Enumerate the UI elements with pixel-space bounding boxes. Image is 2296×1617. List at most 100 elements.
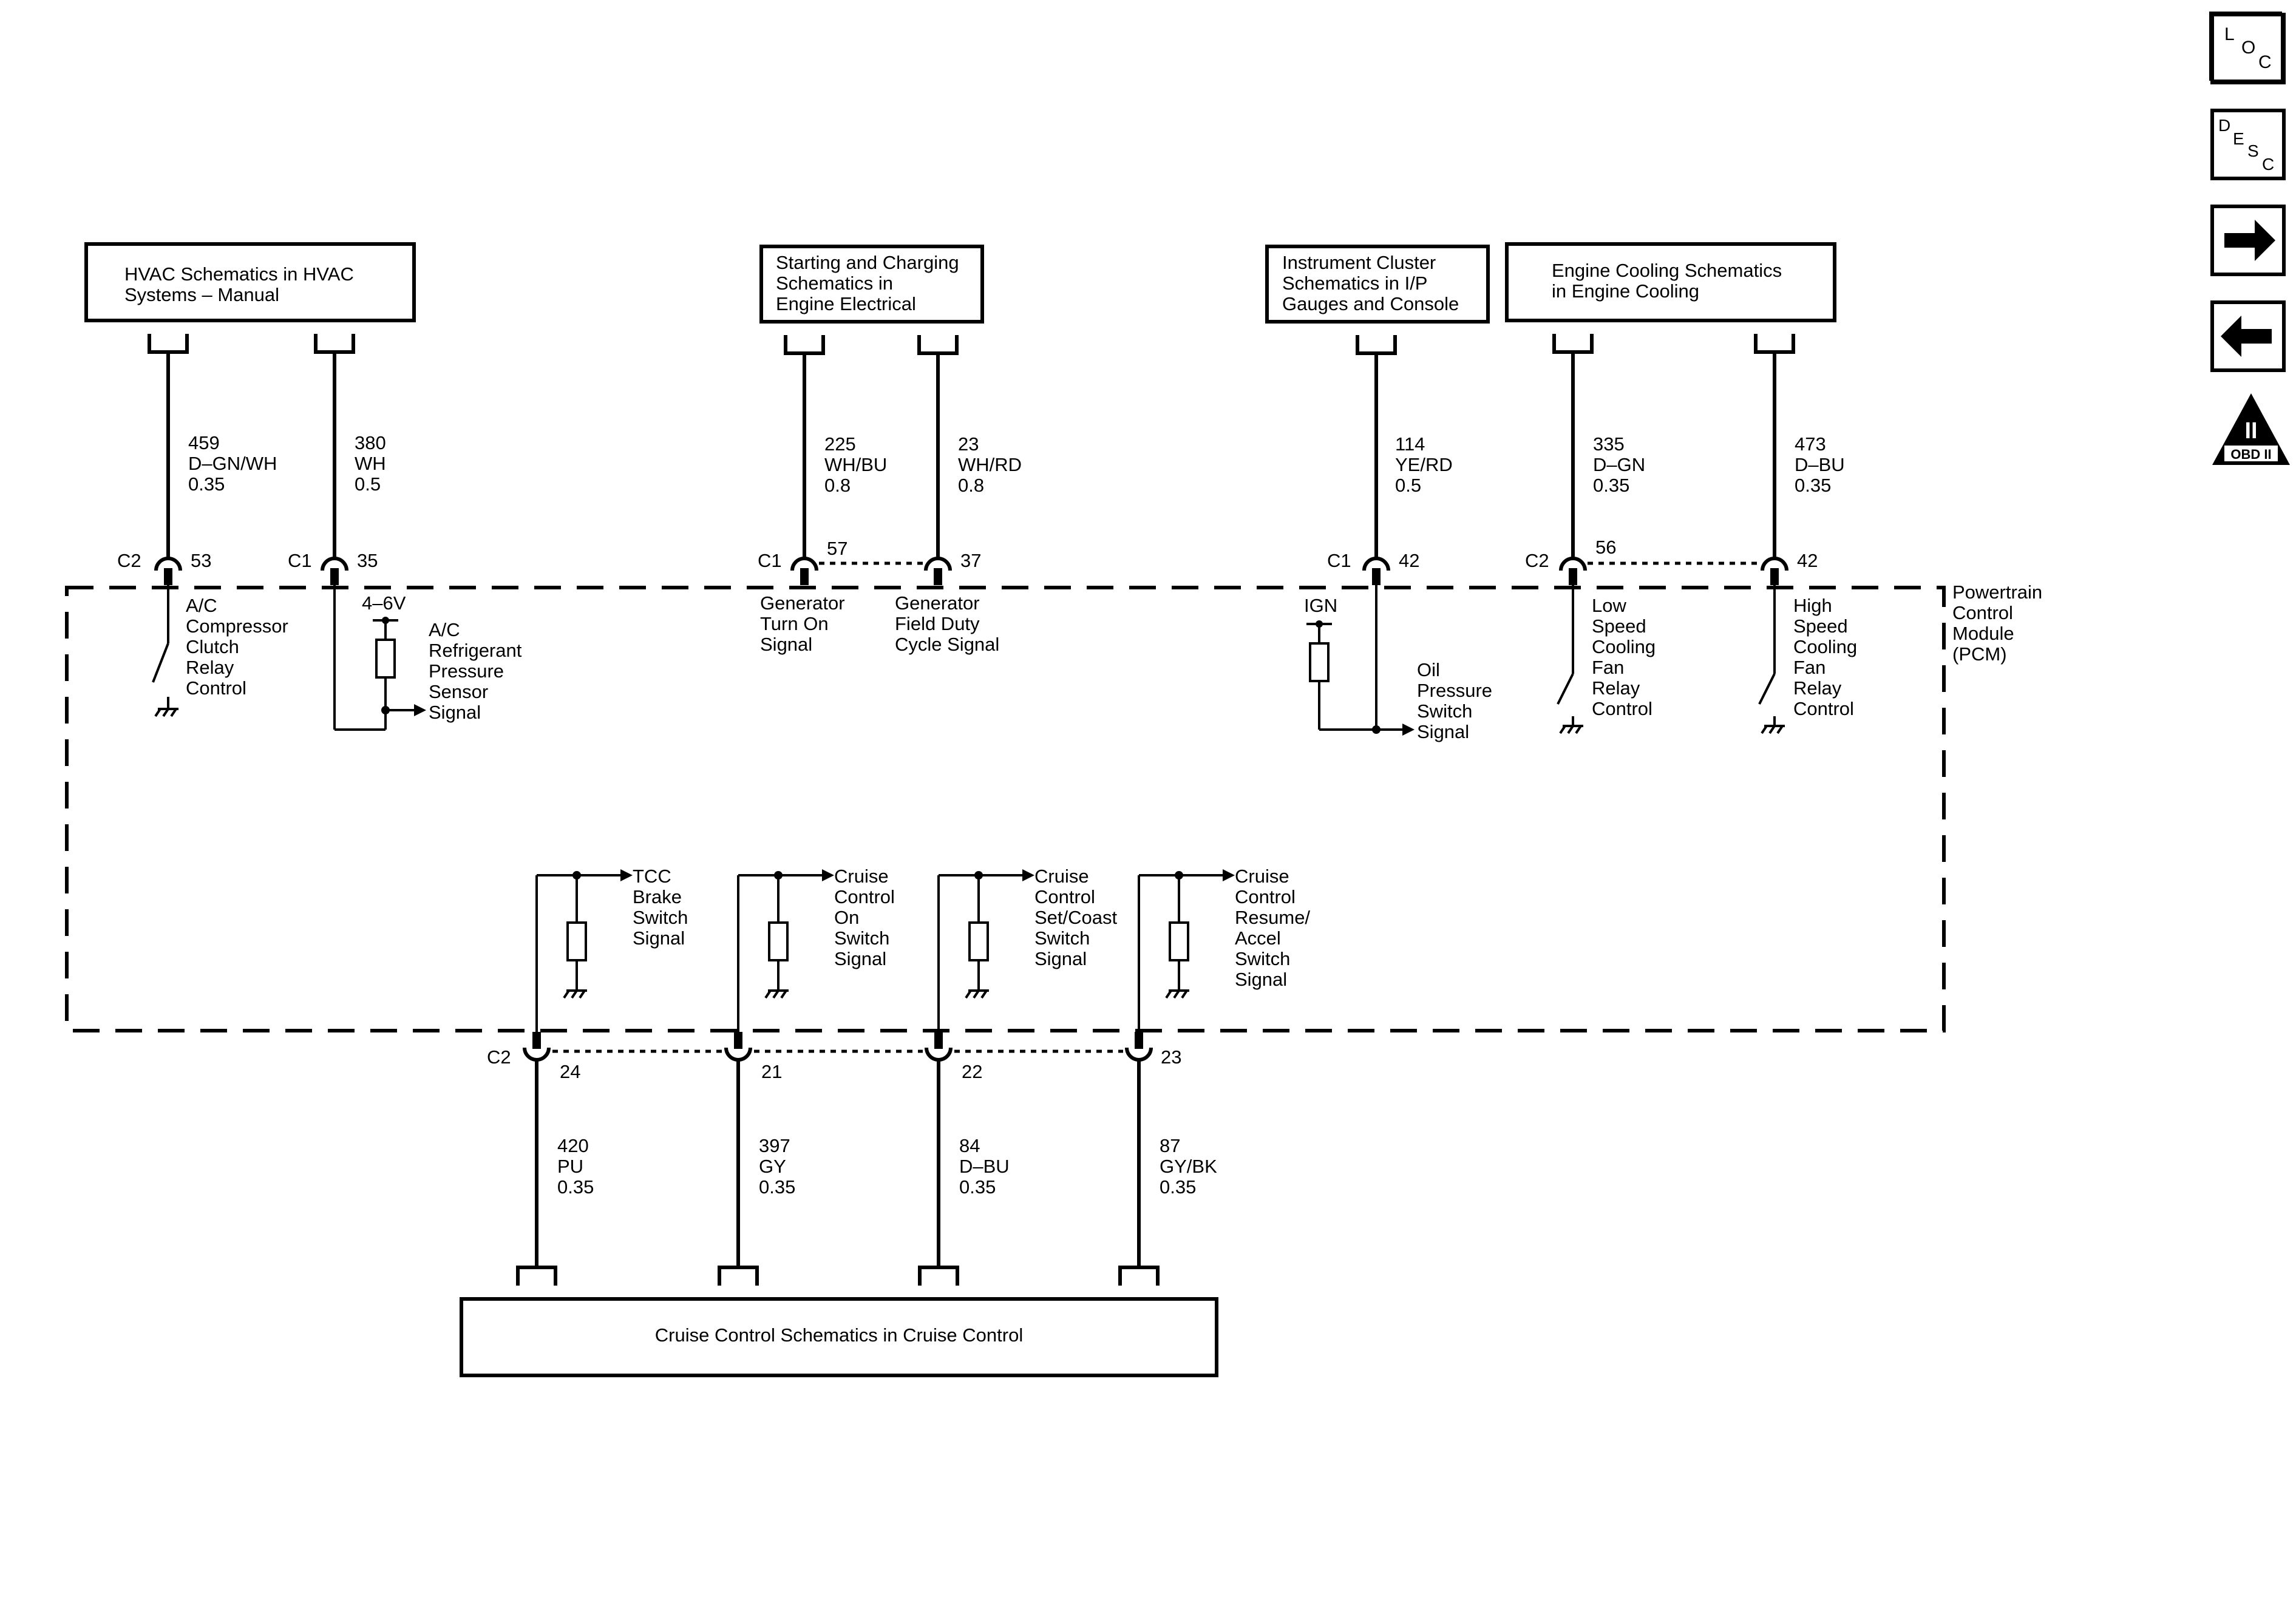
conn-c1-label-35: C1 [288,550,312,571]
svg-text:Sensor: Sensor [429,681,488,702]
svg-text:0.8: 0.8 [958,475,984,496]
next-page-button[interactable] [2210,205,2286,276]
svg-text:0.5: 0.5 [1395,475,1421,496]
svg-text:Clutch: Clutch [186,636,239,657]
wire-87-label: 87 GY/BK 0.35 [1160,1135,1217,1198]
svg-text:Resume/: Resume/ [1235,907,1310,928]
top-connectors [154,557,1788,585]
svg-text:II: II [2244,418,2257,444]
svg-text:Signal: Signal [429,702,481,723]
bottom-connectors [523,1032,1153,1062]
svg-text:GY/BK: GY/BK [1160,1156,1217,1177]
svg-text:Cycle Signal: Cycle Signal [895,634,999,655]
pin-53-label: 53 [191,550,211,571]
svg-text:Switch: Switch [834,927,889,949]
svg-text:S: S [2247,141,2259,160]
svg-text:TCC: TCC [633,866,671,887]
wire-397-label: 397 GY 0.35 [759,1135,795,1198]
svg-text:84: 84 [959,1135,980,1156]
svg-text:WH/BU: WH/BU [824,454,887,475]
wire-335-label: 335 D–GN 0.35 [1593,433,1645,496]
svg-text:Signal: Signal [1034,948,1087,969]
svg-text:Compressor: Compressor [186,615,288,637]
svg-text:114: 114 [1395,433,1425,455]
arrow-left-icon [2221,316,2272,357]
svg-text:Control: Control [1034,886,1095,907]
svg-text:Field Duty: Field Duty [895,613,980,634]
previous-page-button[interactable] [2210,300,2286,372]
svg-text:L: L [2224,24,2235,44]
svg-text:Cooling: Cooling [1793,636,1857,657]
cruise-set-circuit [937,869,1034,1034]
top-wires [166,352,1776,560]
svg-text:PU: PU [557,1156,583,1177]
conn-c2-label-56: C2 [1525,550,1549,571]
starting-box-line-1: Starting and Charging [776,252,959,273]
cruise-on-circuit [737,869,834,1034]
svg-text:Control: Control [1592,698,1652,719]
description-button[interactable]: D E S C [2210,109,2286,180]
hvac-box-line-2: Systems – Manual [124,284,279,305]
bottom-wires [516,1060,1160,1286]
svg-text:Switch: Switch [633,907,688,928]
wire-23-label: 23 WH/RD 0.8 [958,433,1022,496]
cruise-on-label: Cruise Control On Switch Signal [834,866,895,969]
svg-text:Signal: Signal [633,927,685,949]
svg-text:C: C [2262,155,2274,174]
wire-225-label: 225 WH/BU 0.8 [824,433,887,496]
svg-text:YE/RD: YE/RD [1395,454,1453,475]
location-button[interactable]: L O C [2209,12,2286,84]
svg-text:Speed: Speed [1592,615,1646,637]
svg-text:A/C: A/C [429,619,460,640]
starting-box-line-2: Schematics in [776,273,893,294]
low-fan-label: Low Speed Cooling Fan Relay Control [1592,595,1656,719]
conn-c1-label-57: C1 [758,550,782,571]
svg-text:225: 225 [824,433,856,455]
svg-text:23: 23 [958,433,979,455]
svg-text:D–BU: D–BU [959,1156,1010,1177]
svg-text:D–GN: D–GN [1593,454,1645,475]
svg-text:Powertrain: Powertrain [1952,581,2042,603]
instrument-box-line-3: Gauges and Console [1282,293,1459,314]
svg-text:335: 335 [1593,433,1625,455]
svg-text:Speed: Speed [1793,615,1848,637]
pin-42b-label: 42 [1797,550,1818,571]
svg-text:Cooling: Cooling [1592,636,1656,657]
svg-text:Brake: Brake [633,886,682,907]
low-fan-switch [1557,585,1583,734]
svg-text:Module: Module [1952,623,2014,644]
svg-text:0.8: 0.8 [824,475,851,496]
hvac-box-line-1: HVAC Schematics in HVAC [124,263,354,285]
high-fan-label: High Speed Cooling Fan Relay Control [1793,595,1857,719]
svg-text:0.5: 0.5 [355,473,381,495]
instrument-cluster-schematics-box[interactable]: Instrument Cluster Schematics in I/P Gau… [1265,245,1490,324]
oil-pressure-circuit [1306,585,1415,736]
cruise-control-schematics-box[interactable]: Cruise Control Schematics in Cruise Cont… [460,1297,1218,1377]
cruise-resume-label: Cruise Control Resume/ Accel Switch Sign… [1235,866,1310,990]
obd-ii-button[interactable]: II OBD II [2212,393,2290,465]
svg-text:C: C [2258,52,2272,72]
engine-cooling-schematics-box[interactable]: Engine Cooling Schematics in Engine Cool… [1505,242,1836,322]
svg-text:O: O [2241,38,2255,58]
svg-text:459: 459 [188,432,220,453]
svg-text:D–GN/WH: D–GN/WH [188,453,277,474]
arrow-right-icon [2224,220,2275,261]
ac-sensor-voltage: 4–6V [362,592,406,614]
svg-text:WH: WH [355,453,386,474]
starting-charging-schematics-box[interactable]: Starting and Charging Schematics in Engi… [759,245,984,324]
hvac-schematics-box[interactable]: HVAC Schematics in HVAC Systems – Manual [84,242,416,322]
pin-21-label: 21 [761,1061,782,1082]
svg-text:0.35: 0.35 [1593,475,1629,496]
svg-text:Control: Control [1793,698,1854,719]
svg-text:0.35: 0.35 [1160,1176,1196,1198]
svg-text:Control: Control [186,677,246,699]
svg-text:GY: GY [759,1156,786,1177]
svg-text:0.35: 0.35 [959,1176,996,1198]
svg-text:Low: Low [1592,595,1626,616]
svg-text:380: 380 [355,432,386,453]
cruise-box-label: Cruise Control Schematics in Cruise Cont… [655,1324,1023,1346]
svg-text:Refrigerant: Refrigerant [429,640,522,661]
ac-refrigerant-label: A/C Refrigerant Pressure Sensor Signal [429,619,522,723]
svg-text:473: 473 [1795,433,1826,455]
ign-label: IGN [1304,595,1337,616]
